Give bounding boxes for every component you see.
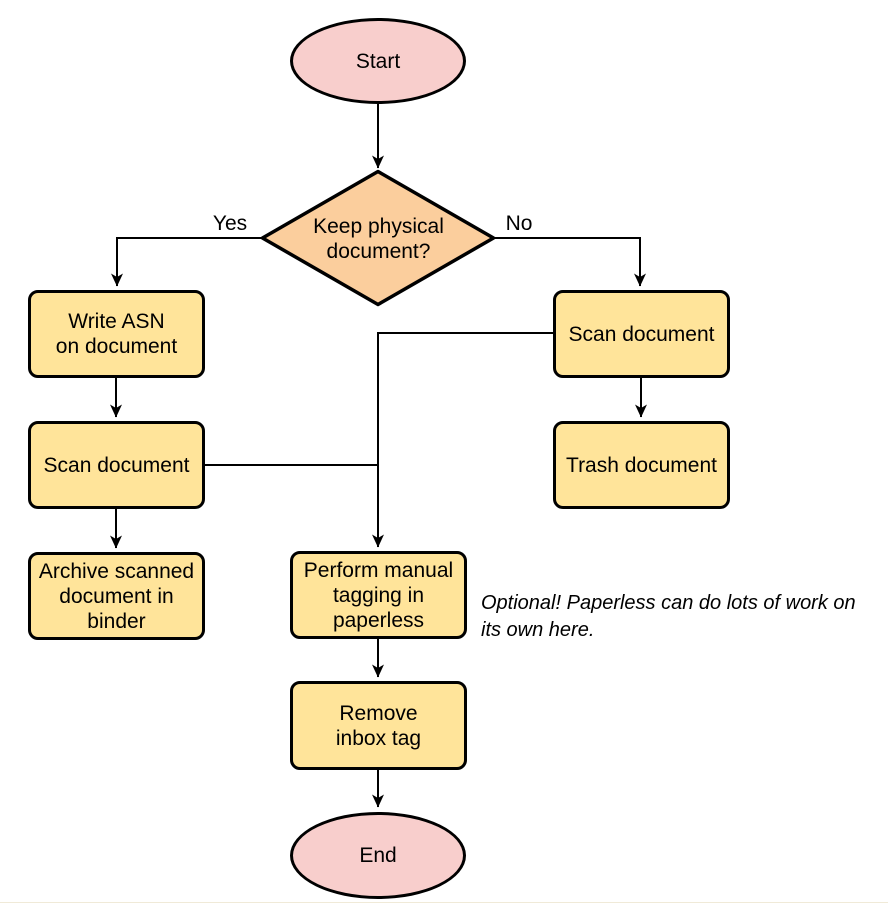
connector-scan-right-to-tagging (372, 332, 553, 548)
annotation-text: Optional! Paperless can do lots of work … (481, 592, 856, 641)
node-write-asn: Write ASN on document (28, 290, 205, 378)
node-perform-manual-tagging: Perform manual tagging in paperless (290, 551, 467, 639)
node-trash-document: Trash document (553, 421, 730, 509)
node-scan-document-right: Scan document (553, 290, 730, 378)
node-end: End (290, 812, 466, 899)
decision-diamond-shape (260, 169, 496, 307)
connector-decision-to-write-asn (111, 237, 262, 287)
page-bottom-divider (0, 902, 888, 903)
node-remove-inbox-tag: Remove inbox tag (290, 681, 467, 770)
node-start: Start (290, 18, 466, 104)
edge-label-no: No (497, 211, 541, 236)
node-scan-document-left: Scan document (28, 421, 205, 509)
connector-decision-to-scan-right (494, 237, 646, 287)
node-decision-label: Keep physical document? (313, 215, 444, 263)
node-archive-scanned: Archive scanned document in binder (28, 552, 205, 640)
edge-label-yes: Yes (206, 211, 254, 236)
